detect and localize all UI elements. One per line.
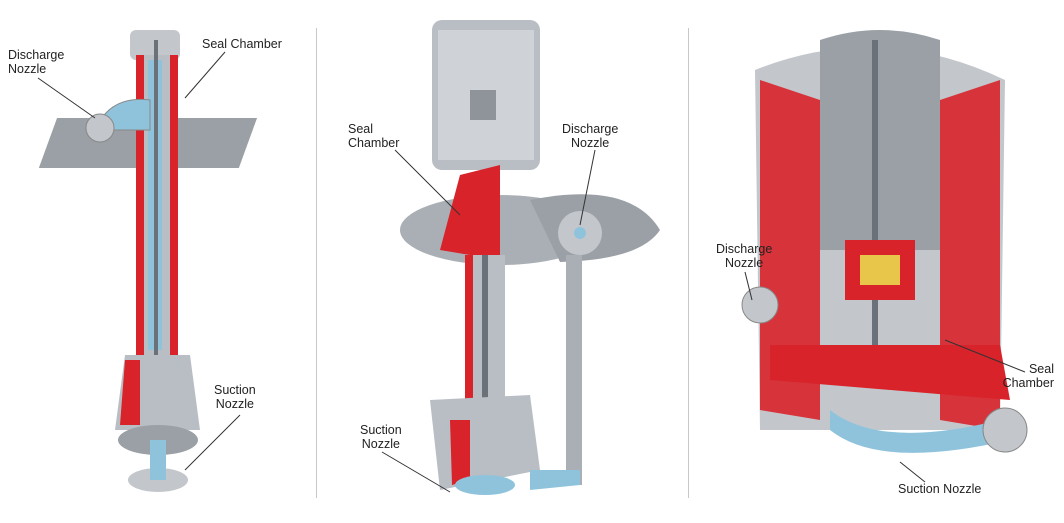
cantilever-pump: [400, 20, 660, 495]
panel1-seal-chamber-label: Seal Chamber: [202, 37, 282, 51]
vertical-pump-1: [38, 30, 258, 492]
vertical-inline-pump: [741, 30, 1028, 453]
panel-divider: [316, 28, 317, 498]
panel3-suction-nozzle-label: Suction Nozzle: [898, 482, 982, 496]
panel-divider: [688, 28, 689, 498]
leader-lines: [37, 51, 1026, 493]
